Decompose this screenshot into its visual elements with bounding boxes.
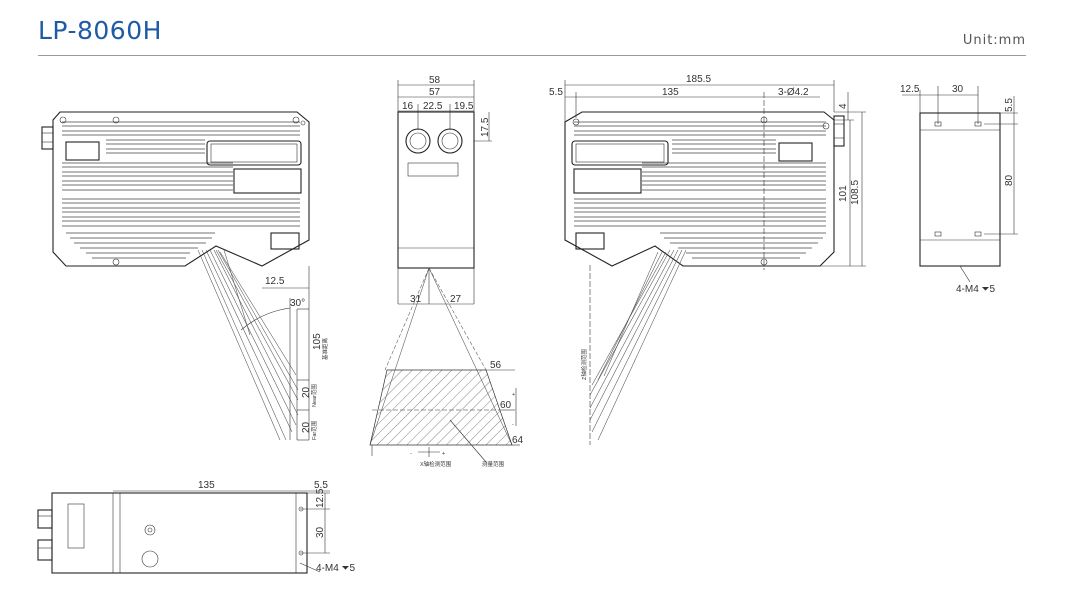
dim-12-5-end: 12.5 [900,84,920,95]
sensor-body-end [919,112,1001,267]
nameplate-right [573,168,642,194]
connector-stub [41,126,54,150]
front-view: 58 57 16 22.5 19.5 17.5 31 27 56 60 64 +… [369,75,524,468]
svg-text:-: - [512,422,514,428]
connector-right [833,115,845,147]
dim-20-near: 20 [301,386,312,398]
dim-58: 58 [429,75,441,86]
dim-12-5-left: 12.5 [265,276,285,287]
z-arrow-front: + - [512,388,517,428]
dim-12-5-top: 12.5 [315,488,326,508]
aperture-left [270,232,300,250]
dim-80: 80 [1004,174,1015,186]
svg-text:+: + [442,451,445,457]
label-plate-right [778,142,813,162]
dim-108-5: 108.5 [850,180,861,205]
label-front [407,162,459,177]
dim-16: 16 [402,101,414,112]
dim-30-top: 30 [315,526,326,538]
connectors-top [37,509,53,561]
dim-56: 56 [490,360,502,371]
laser-rays-left [197,249,299,441]
dim-22-5: 22.5 [423,101,443,112]
laser-rays-right [589,249,687,441]
leader-measurement [449,419,487,463]
header-divider [38,55,1026,56]
lens-top [141,550,159,568]
label-top [67,503,85,549]
dim-17-5: 17.5 [480,117,491,137]
dim-60: 60 [500,400,512,411]
holes-top [298,506,304,556]
window-left [206,140,302,166]
dim-4: 4 [838,103,849,109]
dim-30-end: 30 [952,84,964,95]
connector-front-2 [437,128,463,154]
left-side-view: 12.5 30° 105 基准距离 20 Near范围 20 Far范围 [41,111,329,441]
dim-27: 27 [450,294,462,305]
sensor-body-top [51,492,308,574]
thread-spec-end: 4-M4 ⏷5 [956,284,996,295]
dim-101: 101 [838,185,849,202]
dim-20-far: 20 [301,421,312,433]
dim-105: 105 [312,333,323,350]
unit-label: Unit:mm [962,33,1026,48]
screw-holes-left [59,116,306,266]
dim-57: 57 [429,87,441,98]
end-view: 12.5 30 5.5 80 4-M4 ⏷5 [900,84,1018,295]
note-reference-distance: 基准距离 [321,337,329,360]
threaded-holes-end [934,121,982,237]
note-z-range: Z轴检测范围 [580,349,588,380]
dim-5-5-end: 5.5 [1004,98,1015,112]
note-measurement-range: 测量范围 [482,460,505,468]
window-right [571,140,669,166]
model-title: LP-8060H [38,16,162,45]
dim-5-5-top: 5.5 [314,480,328,491]
dim-135-right: 135 [662,87,679,98]
sensor-body-right [564,111,835,267]
dim-185-5: 185.5 [686,74,711,85]
note-near-range: Near范围 [310,384,318,407]
dim-31: 31 [410,294,422,305]
nameplate-left [233,168,302,194]
angle-arc [240,307,291,331]
dim-135-top: 135 [198,480,215,491]
svg-text:+: + [512,392,515,398]
thread-spec-top: 4-M4 ⏷5 [316,563,356,574]
connector-front-1 [405,128,431,154]
dim-angle: 30° [290,298,305,309]
screw-top [144,524,156,536]
cooling-fins-left [62,121,300,259]
hole-spec: 3-Ø4.2 [778,87,809,98]
dim-64: 64 [512,435,524,446]
svg-text:-: - [410,451,412,457]
cooling-fins-right [574,121,826,259]
dim-5-5-right: 5.5 [549,87,563,98]
label-plate-left [65,141,100,161]
sensor-body-front [397,111,475,269]
measurement-range-area [369,369,513,446]
top-view: 135 5.5 12.5 30 4-M4 ⏷5 [37,480,356,574]
note-far-range: Far范围 [310,420,318,440]
sensor-body-left [52,111,310,267]
right-side-view: Z轴检测范围 185.5 5.5 135 3-Ø4.2 4 101 108.5 [549,74,866,445]
note-x-range: X轴检测范围 [420,460,452,468]
dim-19-5: 19.5 [454,101,474,112]
aperture-right [575,232,605,250]
